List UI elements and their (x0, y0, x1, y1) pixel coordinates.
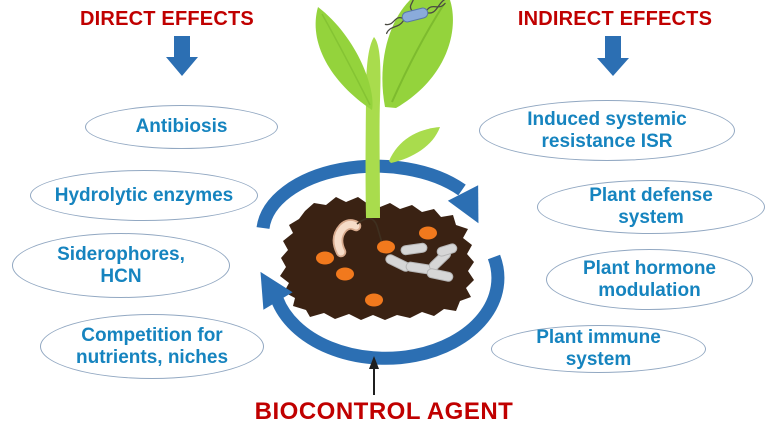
bubble-label: Competition for nutrients, niches (75, 324, 229, 368)
effect-bubble-induced-systemic-resistance: Induced systemic resistance ISR (479, 100, 735, 161)
effect-bubble-competition: Competition for nutrients, niches (40, 314, 264, 379)
direct-effects-heading: DIRECT EFFECTS (80, 8, 254, 30)
up-pointer-arrow-icon (369, 356, 379, 395)
bubble-label: Siderophores, HCN (57, 243, 185, 287)
effect-bubble-plant-hormone-modulation: Plant hormone modulation (546, 249, 753, 310)
cycle-arrows-icon (256, 159, 505, 365)
bubble-label: Plant immune system (536, 327, 661, 370)
down-arrow-icon (597, 36, 629, 76)
bubble-label: Hydrolytic enzymes (54, 184, 234, 206)
effect-bubble-plant-immune-system: Plant immune system (491, 325, 706, 373)
down-arrow-icon (166, 36, 198, 76)
soil-bacteria-icon (385, 242, 458, 282)
bubble-label: Induced systemic resistance ISR (527, 108, 687, 152)
bubble-label: Plant hormone modulation (582, 257, 716, 301)
bubble-label: Plant defense system (589, 185, 713, 228)
effect-bubble-siderophores-hcn: Siderophores, HCN (12, 233, 230, 298)
effect-bubble-hydrolytic-enzymes: Hydrolytic enzymes (30, 170, 258, 221)
effect-bubble-antibiosis: Antibiosis (85, 105, 278, 149)
nematode-icon (332, 217, 383, 258)
spore-dots-icon (316, 226, 437, 307)
bubble-label: Antibiosis (135, 116, 228, 138)
leaf-bacterium-icon (384, 0, 446, 35)
seedling-icon (315, 0, 453, 218)
effect-bubble-plant-defense-system: Plant defense system (537, 180, 765, 234)
indirect-effects-heading: INDIRECT EFFECTS (517, 8, 713, 30)
biocontrol-agent-caption: BIOCONTROL AGENT (254, 398, 514, 425)
